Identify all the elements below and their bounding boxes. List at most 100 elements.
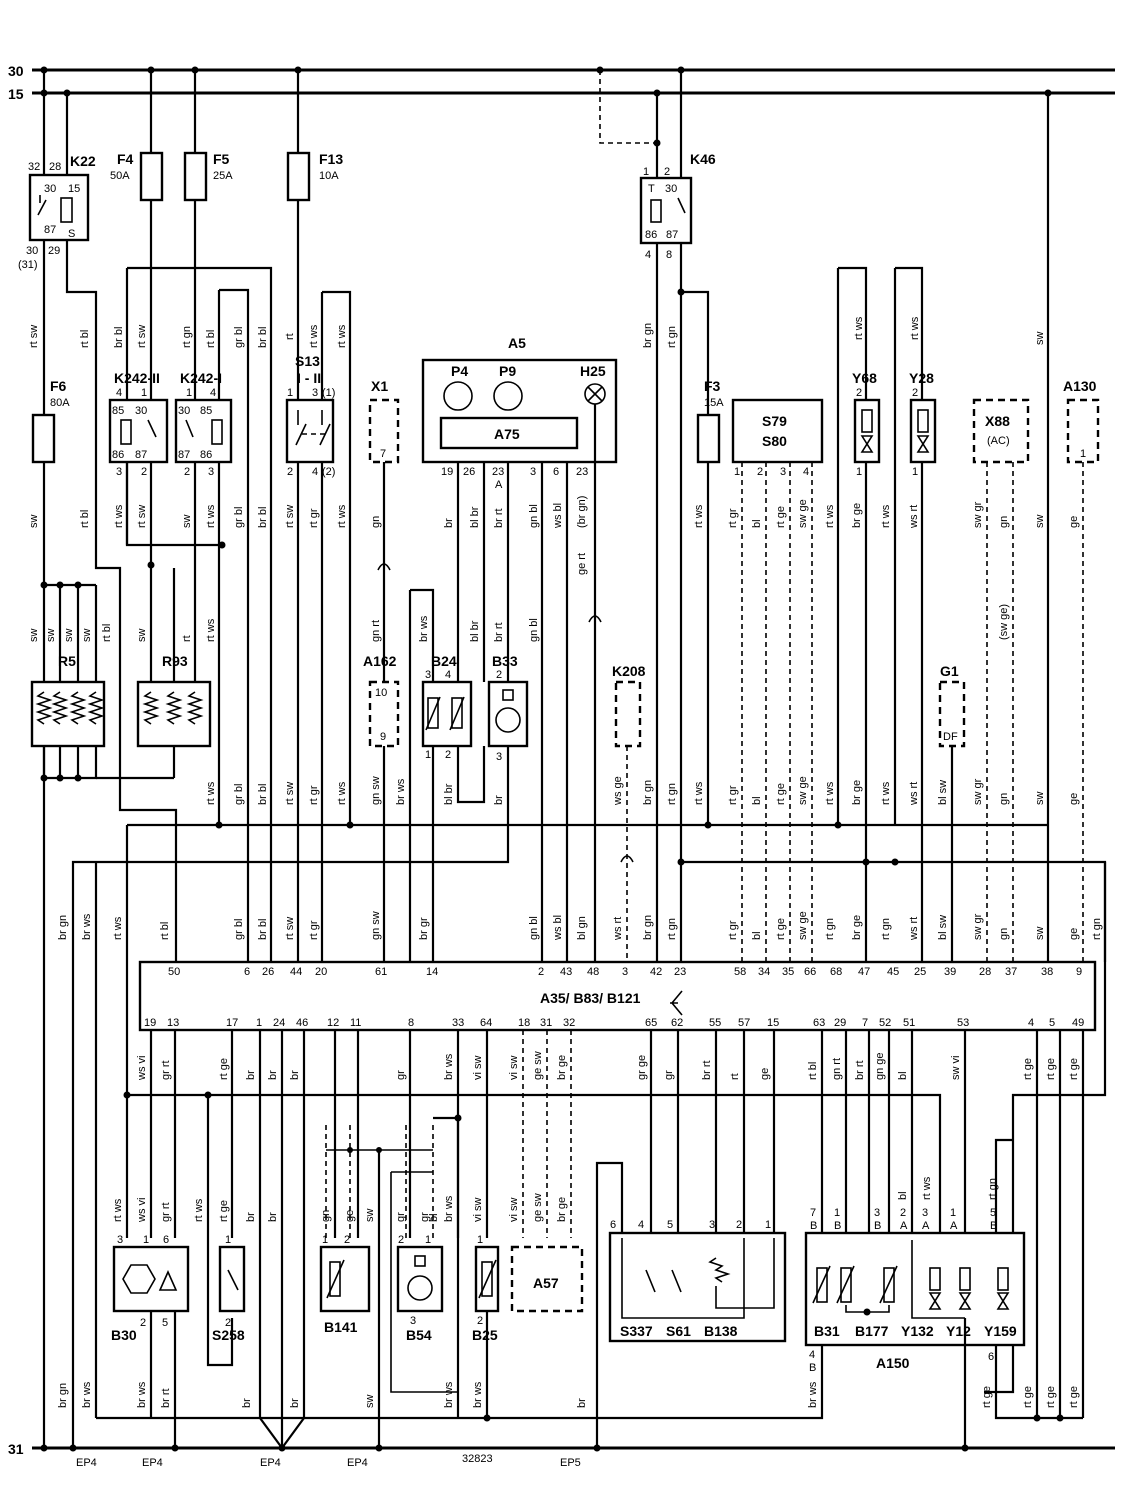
- svg-text:43: 43: [560, 966, 572, 978]
- svg-text:30: 30: [135, 405, 147, 417]
- svg-text:br bl: br bl: [257, 919, 269, 940]
- svg-text:6: 6: [553, 466, 559, 478]
- svg-text:F13: F13: [319, 151, 343, 167]
- module-a5: A5 P4 P9 H25 A75 19 26 23 A 3 6 23 br bl…: [421, 335, 618, 962]
- svg-text:gn rt: gn rt: [370, 620, 382, 642]
- svg-text:65: 65: [645, 1017, 657, 1029]
- svg-text:50A: 50A: [110, 170, 130, 182]
- svg-text:2: 2: [445, 749, 451, 761]
- svg-text:rt bl: rt bl: [807, 1062, 819, 1080]
- lower-wiring: [123, 1030, 1085, 1449]
- svg-text:K46: K46: [690, 151, 716, 167]
- svg-text:(br gn): (br gn): [576, 496, 588, 528]
- svg-text:64: 64: [480, 1017, 492, 1029]
- svg-text:1: 1: [287, 387, 293, 399]
- svg-text:rt gr: rt gr: [727, 508, 739, 528]
- svg-text:45: 45: [887, 966, 899, 978]
- svg-text:vi sw: vi sw: [472, 1056, 484, 1081]
- svg-text:26: 26: [262, 966, 274, 978]
- svg-text:EP4: EP4: [76, 1457, 97, 1469]
- svg-text:rt gr: rt gr: [727, 785, 739, 805]
- svg-text:Y132: Y132: [901, 1323, 934, 1339]
- svg-text:sw gr: sw gr: [972, 778, 984, 805]
- svg-text:sw ge: sw ge: [797, 911, 809, 940]
- svg-text:39: 39: [944, 966, 956, 978]
- svg-text:Y28: Y28: [909, 370, 934, 386]
- svg-text:30: 30: [665, 183, 677, 195]
- svg-text:52: 52: [879, 1017, 891, 1029]
- svg-text:sw: sw: [364, 1395, 376, 1409]
- svg-text:sw: sw: [63, 629, 75, 643]
- svg-text:87: 87: [178, 449, 190, 461]
- svg-text:sw: sw: [28, 515, 40, 529]
- svg-text:46: 46: [296, 1017, 308, 1029]
- svg-text:35: 35: [782, 966, 794, 978]
- svg-text:20: 20: [315, 966, 327, 978]
- switch-s13: S13 I - II 1 3 (1) 2 4 (2) rt sw rt gr r…: [284, 353, 348, 962]
- svg-text:rt ws: rt ws: [880, 781, 892, 805]
- svg-text:br gn: br gn: [57, 915, 69, 940]
- svg-text:bl: bl: [751, 931, 763, 940]
- svg-text:bl sw: bl sw: [937, 780, 949, 805]
- connector-x88: X88 (AC) sw gr gn (sw ge) sw: [972, 398, 1046, 962]
- svg-text:br ws: br ws: [136, 1381, 148, 1408]
- svg-text:33: 33: [452, 1017, 464, 1029]
- svg-text:ws rt: ws rt: [612, 917, 624, 941]
- connector-x1: X1 7 gn: [368, 378, 400, 682]
- svg-text:(AC): (AC): [987, 435, 1010, 447]
- svg-text:ws rt: ws rt: [908, 505, 920, 529]
- svg-text:rt gr: rt gr: [308, 508, 320, 528]
- svg-text:87: 87: [135, 449, 147, 461]
- svg-text:rt ws: rt ws: [336, 324, 348, 348]
- svg-text:gr: gr: [395, 1070, 407, 1080]
- svg-text:2: 2: [225, 1317, 231, 1329]
- svg-text:br: br: [245, 1070, 257, 1080]
- svg-text:X88: X88: [985, 413, 1010, 429]
- svg-text:br ws: br ws: [472, 1381, 484, 1408]
- svg-text:ge rt: ge rt: [576, 553, 588, 575]
- svg-text:44: 44: [290, 966, 302, 978]
- svg-text:B138: B138: [704, 1323, 738, 1339]
- svg-text:S337: S337: [620, 1323, 653, 1339]
- svg-text:sw: sw: [364, 1209, 376, 1223]
- svg-text:sw: sw: [81, 629, 93, 643]
- svg-text:rt ge: rt ge: [1022, 1058, 1034, 1080]
- svg-text:6: 6: [988, 1351, 994, 1363]
- svg-text:Y12: Y12: [946, 1323, 971, 1339]
- svg-text:5: 5: [990, 1207, 996, 1219]
- svg-text:61: 61: [375, 966, 387, 978]
- svg-text:B25: B25: [472, 1327, 498, 1343]
- svg-text:rt bl: rt bl: [159, 922, 171, 940]
- svg-text:4: 4: [645, 249, 651, 261]
- svg-text:rt ws: rt ws: [693, 781, 705, 805]
- relay-k208: K208: [612, 663, 646, 962]
- svg-text:rt ws: rt ws: [824, 504, 836, 528]
- svg-text:rt ws: rt ws: [205, 781, 217, 805]
- svg-text:32823: 32823: [462, 1453, 493, 1465]
- svg-text:4: 4: [1028, 1017, 1034, 1029]
- relay-k46: K46 1 2 T 30 86 87 4 8: [599, 70, 716, 962]
- svg-text:5: 5: [667, 1219, 673, 1231]
- svg-text:br gn: br gn: [642, 915, 654, 940]
- sensor-b141: 1 2 B141: [319, 1234, 371, 1335]
- mid-wire-colors: rt ws gr bl br bl rt sw rt gr rt ws gn s…: [205, 776, 1080, 806]
- svg-text:gr: gr: [663, 1070, 675, 1080]
- svg-text:gn bl: gn bl: [528, 618, 540, 642]
- svg-text:S61: S61: [666, 1323, 691, 1339]
- rail-30-label: 30: [8, 63, 24, 79]
- svg-text:6: 6: [163, 1234, 169, 1246]
- fuse-f6: F6 80A sw rt bl: [28, 378, 91, 1448]
- svg-text:br ws: br ws: [443, 1053, 455, 1080]
- svg-text:30: 30: [26, 245, 38, 257]
- svg-text:rt sw: rt sw: [28, 325, 40, 348]
- svg-text:G1: G1: [940, 663, 959, 679]
- svg-text:1: 1: [225, 1234, 231, 1246]
- fuse-f5: F5 25A: [183, 70, 233, 202]
- svg-text:ge: ge: [1068, 928, 1080, 940]
- svg-text:1: 1: [256, 1017, 262, 1029]
- svg-text:57: 57: [738, 1017, 750, 1029]
- svg-text:EP4: EP4: [260, 1457, 281, 1469]
- svg-text:1: 1: [425, 1234, 431, 1246]
- svg-text:B54: B54: [406, 1327, 432, 1343]
